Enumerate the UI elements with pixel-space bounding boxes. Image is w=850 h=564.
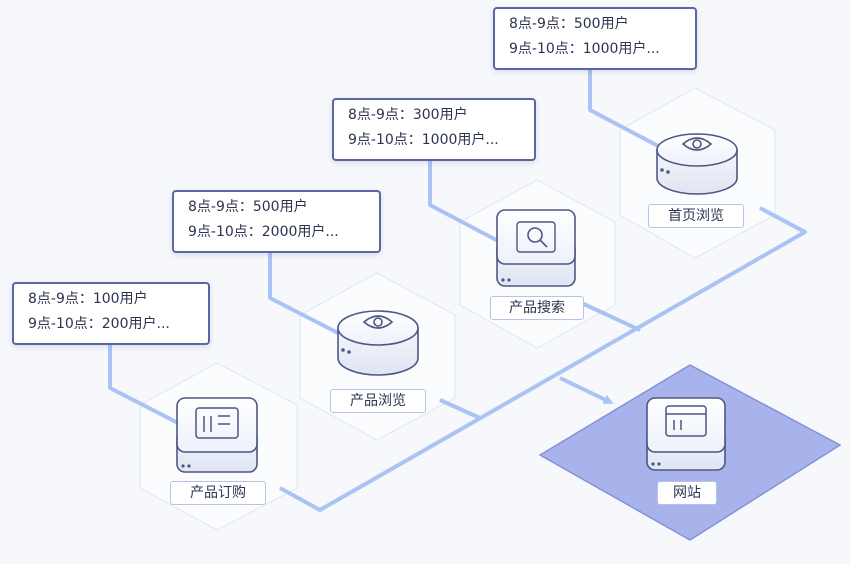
- server-icon: [665, 405, 707, 437]
- product-order-cube: [176, 397, 258, 473]
- product-browse-stat-9-10: 9点-10点：2000用户...: [188, 224, 339, 240]
- product-browse-callout: 8点-9点：500用户 9点-10点：2000用户...: [172, 190, 381, 253]
- product-order-label: 产品订购: [170, 481, 266, 505]
- search-icon: [527, 227, 548, 248]
- product-search-stat-9-10: 9点-10点：1000用户...: [348, 132, 499, 148]
- homepage-stat-8-9: 8点-9点：500用户: [509, 16, 629, 32]
- homepage-label: 首页浏览: [648, 204, 744, 228]
- eye-icon: [681, 137, 713, 151]
- product-browse-label: 产品浏览: [330, 389, 426, 413]
- product-browse-stat-8-9: 8点-9点：500用户: [188, 199, 308, 215]
- product-order-callout: 8点-9点：100用户 9点-10点：200用户...: [12, 282, 210, 345]
- homepage-stat-9-10: 9点-10点：1000用户...: [509, 41, 660, 57]
- homepage-callout: 8点-9点：500用户 9点-10点：1000用户...: [493, 7, 697, 70]
- product-search-callout: 8点-9点：300用户 9点-10点：1000用户...: [332, 98, 536, 161]
- product-order-stat-9-10: 9点-10点：200用户...: [28, 316, 170, 332]
- connector-lines: [108, 68, 807, 512]
- homepage-cylinder: [656, 133, 738, 195]
- product-search-stat-8-9: 8点-9点：300用户: [348, 107, 468, 123]
- product-order-stat-8-9: 8点-9点：100用户: [28, 291, 148, 307]
- product-browse-cylinder: [337, 310, 419, 376]
- list-icon: [195, 407, 239, 439]
- website-label: 网站: [657, 481, 717, 505]
- website-server: [646, 397, 726, 471]
- product-search-label: 产品搜索: [490, 296, 584, 320]
- eye-icon: [362, 315, 394, 329]
- product-search-cube: [496, 209, 576, 287]
